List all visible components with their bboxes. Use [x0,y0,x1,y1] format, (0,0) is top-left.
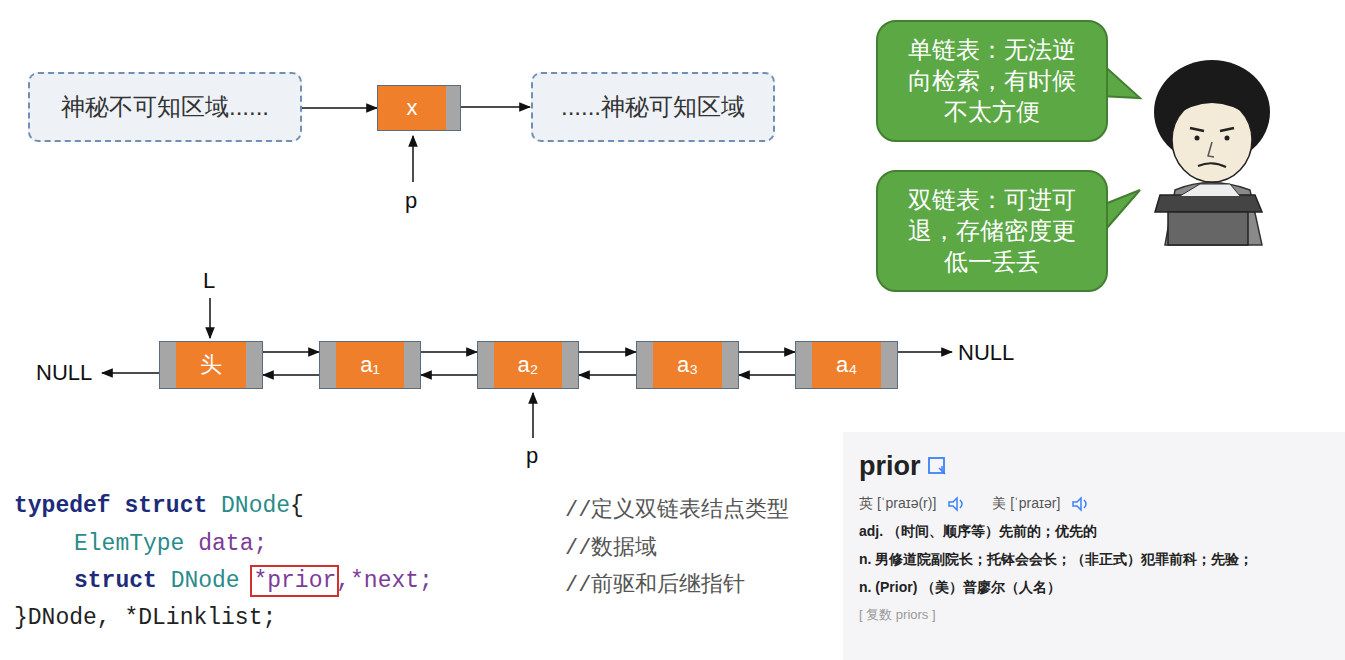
code-type: DNode [171,568,240,594]
code-field: ,*next; [336,568,433,594]
node-text: 单链表：无法逆向检索，有时候不太方便 [900,34,1084,128]
list-node: a₁ [320,342,420,388]
node-text: a₃ [677,352,698,378]
cartoon-speaker [1154,60,1270,245]
node-text: x [407,95,418,121]
node-text: 英 [ˈpraɪə(r)] [859,493,936,514]
code-keyword: struct [74,568,157,594]
dictionary-panel: prior 英 [ˈpraɪə(r)] 美 [ˈpraɪər] adj. （时间、顺序… [843,432,1345,660]
code-brace: { [290,493,304,519]
speech-bubble: 双链表：可进可退，存储密度更低一丢丢 [876,170,1108,292]
null-arrow [102,372,159,374]
node-text: adj. （时间、顺序等）先前的；优先的 [859,521,1097,542]
node-text: prior [859,446,921,487]
pointer-arrow [412,136,414,182]
list-node: 头 [160,342,262,388]
pointer-arrow [532,393,534,438]
text-row: 英 [ˈpraɪə(r)] 美 [ˈpraɪər] [859,493,1329,515]
pointer-label: p [405,188,417,214]
code-row: typedef struct DNode{ [14,493,304,519]
connector-arrow [302,107,377,109]
code-row: struct DNode *prior,*next; [74,568,433,594]
code-type: DNode [221,493,290,519]
null-label: NULL [958,340,1014,366]
speech-bubble: 单链表：无法逆向检索，有时候不太方便 [876,20,1108,142]
connector-arrow [738,351,795,353]
node-text: n. 男修道院副院长；托钵会会长；（非正式）犯罪前科；先验； [859,549,1253,570]
connector-arrow [263,374,320,376]
connector-arrow [420,351,477,353]
text-row: prior [859,446,1329,487]
connector-arrow [579,374,637,376]
connector-arrow [262,351,319,353]
text-row: n. 男修道院副院长；托钵会会长；（非正式）犯罪前科；先验； [859,548,1329,570]
code-field: data; [198,531,267,557]
text-row: [ 复数 priors ] [859,604,1329,625]
code-row: }DNode, *DLinklist; [14,605,276,631]
code-comment: //数据域 [565,532,657,562]
connector-arrow [421,374,478,376]
node-text: a₄ [836,352,857,378]
text-row: adj. （时间、顺序等）先前的；优先的 [859,520,1329,542]
node-text: 头 [200,350,222,380]
speaker-icon [946,494,966,514]
code-row: ElemType data; [74,531,267,557]
code-line: }DNode, *DLinklist; [14,605,276,631]
node-text: a₂ [518,352,539,378]
pointer-label: p [526,443,538,469]
pointer-arrow [209,298,211,338]
code-comment: //前驱和后继指针 [565,569,745,599]
node-text: a₁ [360,352,380,378]
list-node: a₃ [637,342,738,388]
connector-arrow [578,351,636,353]
node-text: ......神秘可知区域 [561,91,745,123]
text-row: n. (Prior) （美）普廖尔（人名） [859,576,1329,598]
code-comment: //定义双链表结点类型 [565,494,789,524]
bookmark-icon [927,456,947,476]
node-text: 双链表：可进可退，存储密度更低一丢丢 [900,184,1084,278]
code-keyword: typedef struct [14,493,207,519]
region-box: 神秘不可知区域...... [28,72,302,142]
node-text: 美 [ˈpraɪər] [992,493,1060,514]
code-type: ElemType [74,531,184,557]
speaker-icon [1070,494,1090,514]
connector-arrow [739,374,796,376]
list-node: x [378,86,460,130]
connector-arrow [460,106,530,108]
node-text: n. (Prior) （美）普廖尔（人名） [859,577,1061,598]
pointer-label: L [203,268,215,294]
region-box: ......神秘可知区域 [531,72,775,142]
list-node: a₂ [478,342,578,388]
node-text: 神秘不可知区域...... [61,91,269,123]
null-arrow [898,351,952,353]
node-text: [ 复数 priors ] [859,605,936,625]
code-field: *prior [253,568,336,594]
list-node: a₄ [796,342,897,388]
null-label: NULL [36,360,92,386]
